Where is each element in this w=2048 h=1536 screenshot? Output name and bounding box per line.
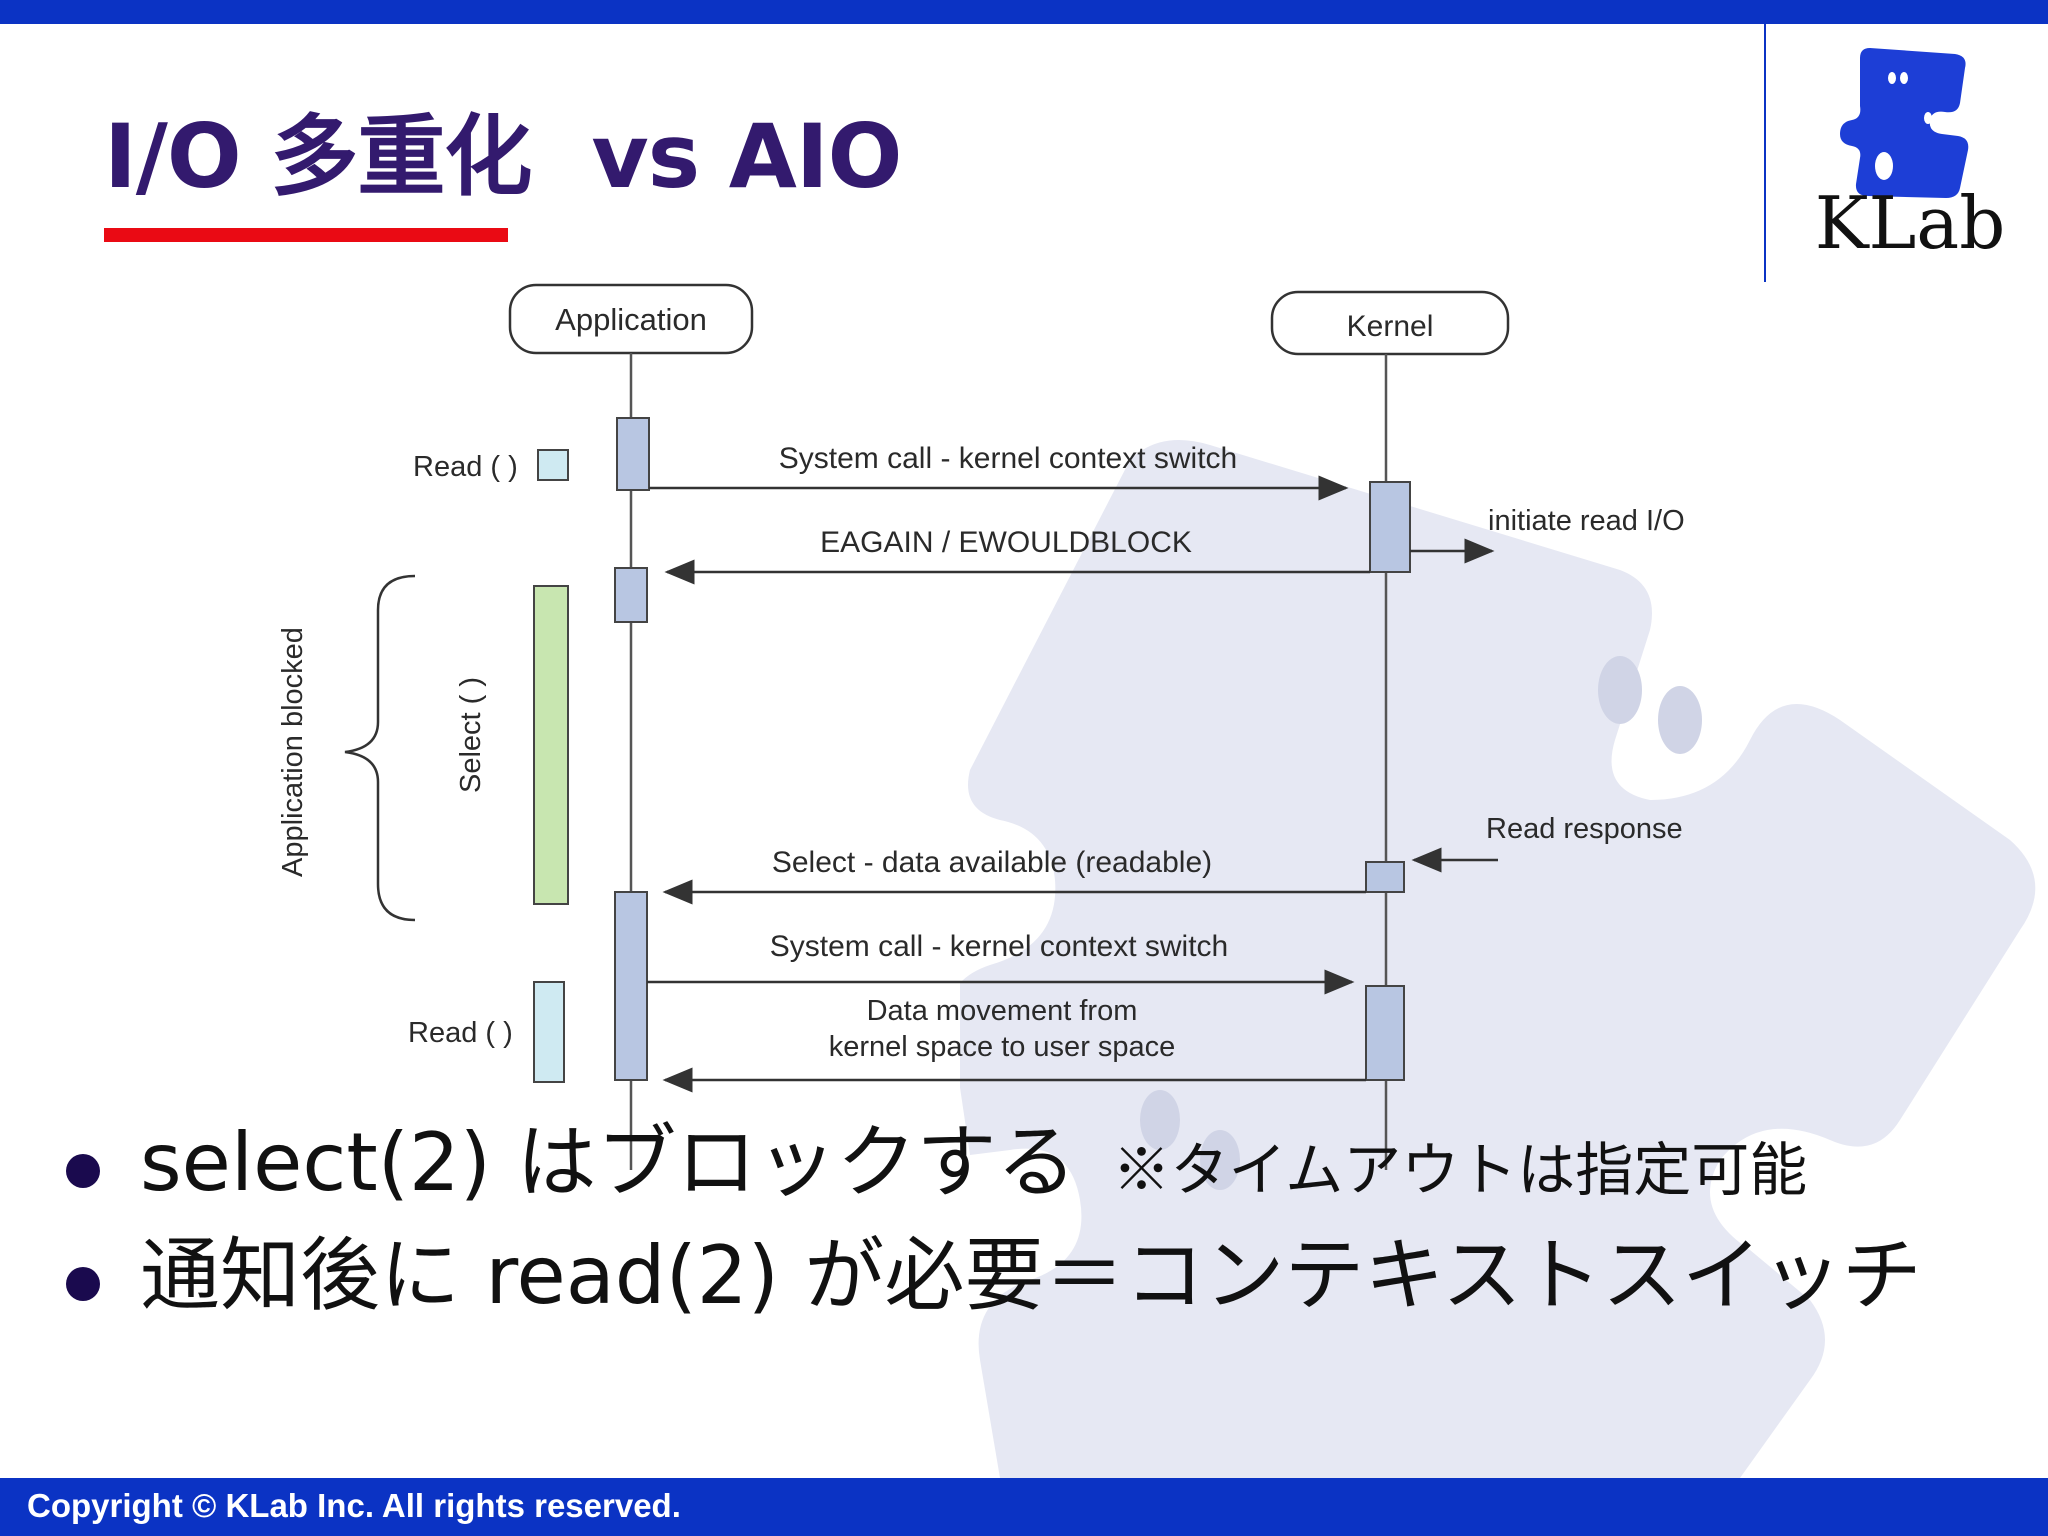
bullet-list: select(2) はブロックする※タイムアウトは指定可能 通知後に read(… bbox=[56, 1120, 1996, 1339]
bullet-main-text: select(2) はブロックする bbox=[140, 1116, 1077, 1209]
msg-syscall-2-label: System call - kernel context switch bbox=[770, 930, 1228, 963]
kernel-activation-2 bbox=[1365, 861, 1405, 893]
read-top-label: Read ( ) bbox=[413, 451, 518, 483]
select-label: Select ( ) bbox=[455, 677, 487, 793]
kernel-activation-1 bbox=[1369, 481, 1411, 573]
bullet-item: select(2) はブロックする※タイムアウトは指定可能 bbox=[56, 1120, 1996, 1213]
slide-title: I/O 多重化 vs AIO bbox=[104, 102, 902, 212]
logo-text: KLab bbox=[1815, 181, 2006, 263]
participant-kernel bbox=[1270, 290, 1510, 356]
title-part1: I/O 多重化 bbox=[104, 105, 532, 208]
bullet-dot-icon bbox=[66, 1154, 100, 1188]
app-activation-2 bbox=[614, 567, 648, 623]
initiate-label: initiate read I/O bbox=[1488, 505, 1685, 537]
app-activation-3 bbox=[614, 891, 648, 1081]
logo-divider bbox=[1764, 24, 1766, 282]
bullet-item: 通知後に read(2) が必要＝コンテキストスイッチ bbox=[56, 1233, 1996, 1319]
read-bottom-label: Read ( ) bbox=[408, 1017, 513, 1049]
participant-application-label: Application bbox=[555, 302, 707, 337]
msg-eagain-label: EAGAIN / EWOULDBLOCK bbox=[820, 526, 1192, 559]
read-bottom-box bbox=[533, 981, 565, 1083]
participant-kernel-label: Kernel bbox=[1347, 310, 1434, 343]
msg-syscall-1-label: System call - kernel context switch bbox=[779, 442, 1237, 475]
kernel-activation-3 bbox=[1365, 985, 1405, 1081]
select-box bbox=[533, 585, 569, 905]
bullet-dot-icon bbox=[66, 1267, 100, 1301]
bullet-main-text: 通知後に read(2) が必要＝コンテキストスイッチ bbox=[140, 1229, 1922, 1322]
read-top-box bbox=[537, 449, 569, 481]
klab-logo: KLab bbox=[1815, 48, 2006, 263]
title-part2: vs AIO bbox=[591, 105, 902, 208]
top-bar bbox=[0, 0, 2048, 24]
msg-data-label-1: Data movement from bbox=[867, 995, 1138, 1027]
blocked-brace bbox=[344, 574, 416, 922]
blocked-label: Application blocked bbox=[277, 627, 309, 877]
puzzle-mascot-icon bbox=[1840, 48, 1969, 198]
msg-data-label-2: kernel space to user space bbox=[829, 1031, 1176, 1063]
bottom-bar bbox=[0, 1478, 2048, 1536]
app-activation-1 bbox=[616, 417, 650, 491]
response-label: Read response bbox=[1486, 813, 1683, 845]
bullet-note-text: ※タイムアウトは指定可能 bbox=[1112, 1136, 1808, 1204]
msg-select-label: Select - data available (readable) bbox=[772, 846, 1212, 879]
watermark-mascot-icon bbox=[960, 440, 2036, 1478]
title-underline bbox=[104, 228, 508, 242]
copyright-text: Copyright © KLab Inc. All rights reserve… bbox=[27, 1487, 681, 1524]
